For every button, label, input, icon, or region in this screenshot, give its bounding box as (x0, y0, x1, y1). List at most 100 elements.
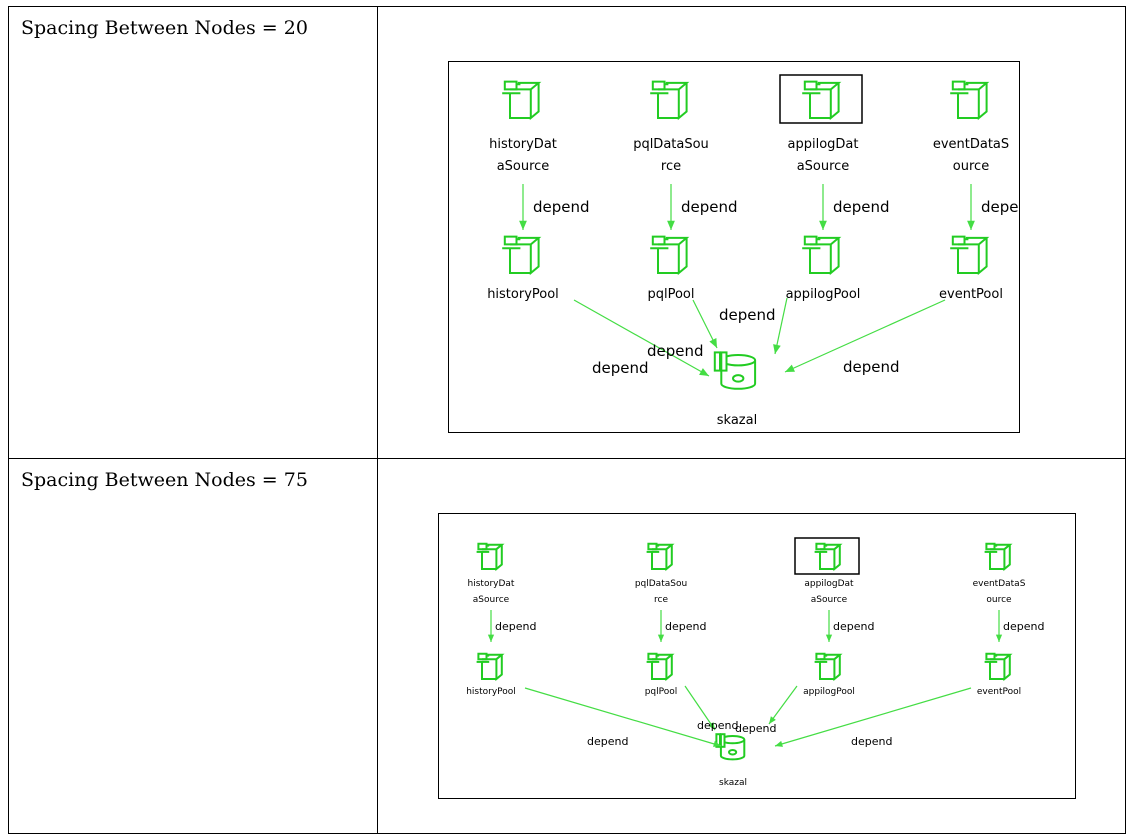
arrowhead (487, 634, 495, 642)
dependency-edge (684, 685, 716, 731)
pool-node-label: historyPool (487, 287, 559, 302)
edge-label: depend (587, 735, 628, 748)
dependency-edge (667, 184, 675, 230)
server-node-icon (814, 542, 843, 572)
edge-label: depend (592, 359, 649, 377)
edge-label: depend (735, 722, 776, 735)
pool-node-label: pqlPool (645, 687, 678, 697)
pool-node-label: pqlPool (647, 287, 694, 302)
node-label-line1: appilogDat (788, 137, 859, 152)
server-node-icon (476, 542, 505, 572)
node-label-line2: ource (986, 595, 1012, 605)
edge-label: depend (719, 306, 776, 324)
node-label-line2: ource (953, 159, 989, 174)
pool-node-label: historyPool (466, 687, 516, 697)
dependency-edge (519, 184, 527, 230)
dependency-edge (692, 299, 718, 349)
dependency-edge (573, 299, 710, 377)
pool-node-label: eventPool (939, 287, 1003, 302)
dependency-edge (773, 297, 788, 355)
pool-node-label: eventPool (977, 687, 1021, 697)
edge-label: depend (833, 620, 874, 633)
node-label-line2: aSource (811, 595, 848, 605)
dependency-edge (524, 687, 722, 747)
arrowhead (699, 368, 709, 376)
dependency-edge (657, 610, 665, 642)
arrowhead (713, 740, 721, 747)
server-node-icon (802, 80, 842, 121)
arrowhead (785, 364, 795, 372)
server-node-icon (646, 652, 675, 682)
label-cell: Spacing Between Nodes = 75 (8, 458, 378, 834)
server-node-icon (802, 235, 842, 276)
server-node-icon (950, 235, 990, 276)
dependency-edge (487, 610, 495, 642)
node-label-line1: eventDataS (973, 579, 1026, 589)
server-node-icon (646, 542, 675, 572)
label-cell: Spacing Between Nodes = 20 (8, 6, 378, 459)
arrowhead (708, 722, 715, 730)
dependency-edge (768, 685, 798, 725)
target-node-label: skazal (717, 413, 757, 428)
arrowhead (667, 220, 675, 230)
edge-label: depend (697, 719, 738, 732)
server-node-icon (650, 235, 690, 276)
edge-label: depend (851, 735, 892, 748)
arrowhead (819, 220, 827, 230)
server-node-icon (650, 80, 690, 121)
dependency-diagram-spacing-20: historyDat aSource depend pqlDataSou rce depe… (448, 61, 1020, 433)
server-node-icon (984, 542, 1013, 572)
edge-label: depend (495, 620, 536, 633)
selection-frame (794, 537, 860, 575)
edge-label: depend (1003, 620, 1044, 633)
dependency-edge (774, 687, 972, 747)
dependency-edge (967, 184, 975, 230)
arrowhead (773, 344, 781, 354)
node-label-line2: rce (661, 159, 681, 174)
node-label-line2: aSource (473, 595, 510, 605)
node-label-line1: pqlDataSou (635, 579, 687, 589)
dependency-edge (819, 184, 827, 230)
node-label-line2: aSource (497, 159, 550, 174)
server-node-icon (502, 80, 542, 121)
node-label-line2: aSource (797, 159, 850, 174)
edge-label: depend (647, 342, 704, 360)
node-label-line1: appilogDat (804, 579, 854, 589)
row-label: Spacing Between Nodes = 75 (21, 469, 308, 491)
edge-label: depend (533, 198, 590, 216)
arrowhead (657, 634, 665, 642)
database-icon (715, 733, 746, 761)
row-label: Spacing Between Nodes = 20 (21, 17, 308, 39)
server-node-icon (476, 652, 505, 682)
dependency-edge (784, 299, 946, 373)
arrowhead (967, 220, 975, 230)
server-node-icon (502, 235, 542, 276)
edge-label: depend (843, 358, 900, 376)
server-node-icon (984, 652, 1013, 682)
database-icon (713, 351, 757, 390)
edge-label: depend (981, 198, 1019, 216)
arrowhead (769, 716, 776, 724)
pool-node-label: appilogPool (803, 687, 855, 697)
dependency-edge (825, 610, 833, 642)
diagram-canvas: historyDat aSource depend pqlDataSou rce depe… (487, 74, 1019, 428)
arrowhead (519, 220, 527, 230)
edge-label: depend (833, 198, 890, 216)
node-label-line2: rce (654, 595, 668, 605)
selection-frame (779, 74, 863, 124)
node-label-line1: pqlDataSou (633, 137, 709, 152)
node-label-line1: eventDataS (933, 137, 1009, 152)
target-node-label: skazal (719, 778, 747, 788)
arrowhead (709, 338, 717, 348)
node-label-line1: historyDat (489, 137, 557, 152)
diagram-canvas: historyDat aSource depend pqlDataSou rce depe… (466, 537, 1044, 788)
server-node-icon (814, 652, 843, 682)
dependency-edge (995, 610, 1003, 642)
node-label-line1: historyDat (468, 579, 515, 589)
pool-node-label: appilogPool (786, 287, 861, 302)
edge-label: depend (681, 198, 738, 216)
arrowhead (775, 740, 783, 747)
server-node-icon (950, 80, 990, 121)
dependency-diagram-spacing-75: historyDat aSource depend pqlDataSou rce depe… (438, 513, 1076, 799)
arrowhead (995, 634, 1003, 642)
